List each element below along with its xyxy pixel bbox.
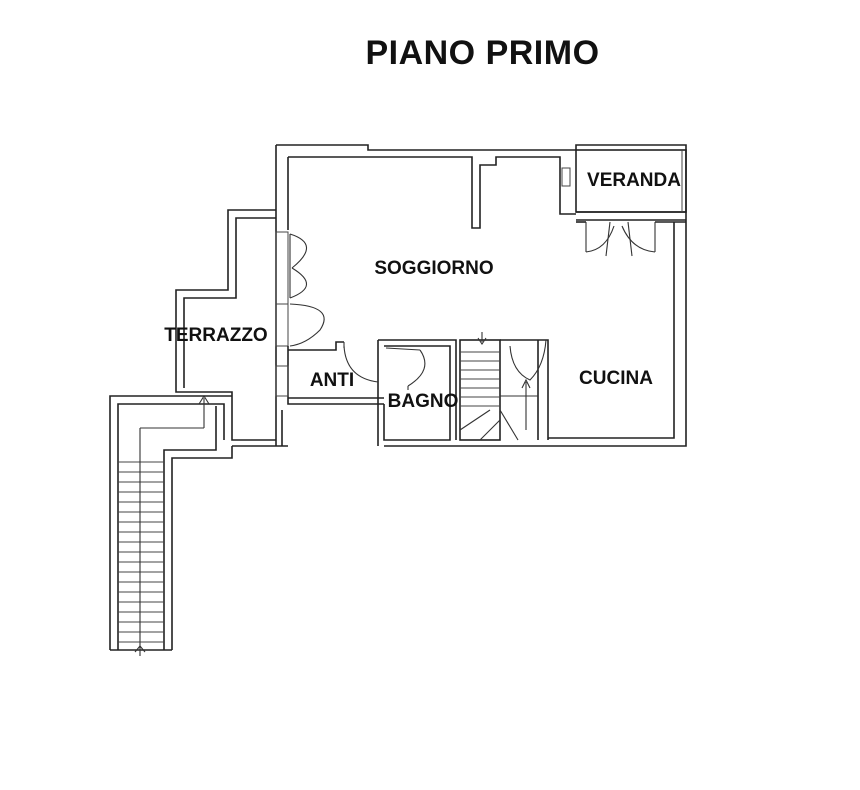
room-label-bagno: BAGNO: [387, 391, 459, 412]
room-label-cucina: CUCINA: [579, 368, 653, 389]
exterior-staircase: [109, 395, 233, 651]
room-label-veranda: VERANDA: [587, 170, 681, 191]
terrazzo-walls: [175, 209, 288, 447]
internal-stair-treads: [460, 351, 500, 407]
room-label-terrazzo: TERRAZZO: [164, 325, 268, 346]
room-label-anti: ANTI: [309, 370, 355, 391]
terrazzo-doors: [275, 231, 325, 347]
veranda-walls: [561, 149, 687, 221]
anti-bagno-walls: [275, 339, 457, 446]
stair-arrow: [134, 394, 210, 656]
internal-staircase-walls: [459, 339, 549, 441]
stair-treads: [118, 461, 164, 643]
anti-bagno-doors: [343, 342, 426, 390]
page-title: PIANO PRIMO: [365, 34, 600, 72]
room-label-soggiorno: SOGGIORNO: [374, 258, 494, 279]
internal-stair-details: [459, 332, 547, 441]
veranda-door: [585, 221, 656, 257]
